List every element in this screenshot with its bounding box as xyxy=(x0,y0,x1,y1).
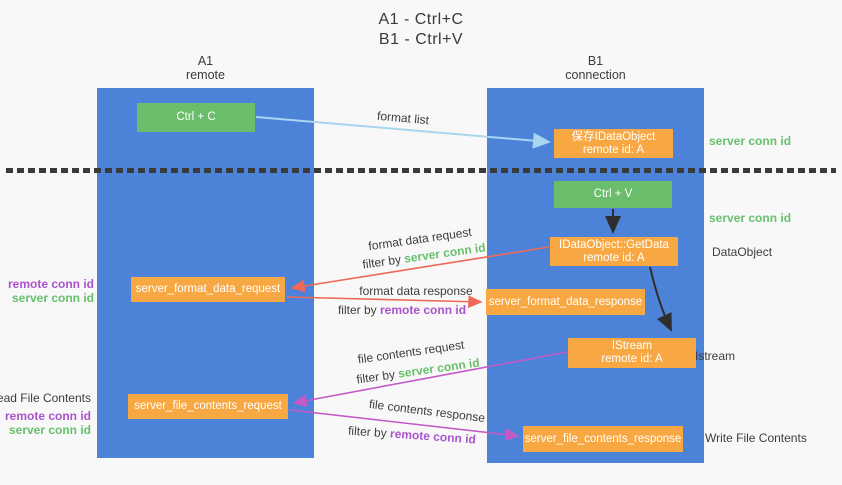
node-server-file-contents-response-label: server_file_contents_response xyxy=(524,432,682,445)
read-file-contents-text: Read File Contents xyxy=(0,391,91,405)
node-ctrl-c-label: Ctrl + C xyxy=(176,111,216,123)
column-a-subtitle: remote xyxy=(186,68,225,82)
format-data-response-filter-label: filter by remote conn id xyxy=(338,303,466,317)
filter-by-text: filter by xyxy=(361,252,402,272)
server-conn-id-text: server conn id xyxy=(11,291,94,305)
node-server-format-data-request: server_format_data_request xyxy=(131,277,285,302)
istream-annotation: Istream xyxy=(695,349,736,363)
node-save-idataobject-line1: 保存IDataObject xyxy=(571,130,656,143)
remote-conn-id-text: remote conn id xyxy=(4,409,91,423)
remote-conn-id-text: remote conn id xyxy=(389,426,477,447)
node-server-format-data-response-label: server_format_data_response xyxy=(488,295,643,308)
node-ctrl-v: Ctrl + V xyxy=(554,181,672,208)
column-a-id: A1 xyxy=(197,54,214,68)
diagram-title: A1 - Ctrl+C B1 - Ctrl+V xyxy=(0,10,842,50)
node-server-file-contents-response: server_file_contents_response xyxy=(523,426,683,452)
format-list-label: format list xyxy=(376,108,430,128)
node-istream-line1: IStream xyxy=(611,340,653,352)
node-server-format-data-request-label: server_format_data_request xyxy=(135,283,281,295)
copy-paste-divider-line xyxy=(6,168,836,173)
column-b-id: B1 xyxy=(587,54,604,68)
node-server-file-contents-request: server_file_contents_request xyxy=(128,394,288,419)
remote-conn-id-text: remote conn id xyxy=(380,303,467,317)
file-contents-response-label: file contents response xyxy=(368,396,486,426)
server-conn-id-text: server conn id xyxy=(8,423,91,437)
column-b-subtitle: connection xyxy=(565,68,626,82)
title-line-b1: B1 - Ctrl+V xyxy=(378,31,464,48)
node-idataobject-getdata-line1: IDataObject::GetData xyxy=(559,238,669,251)
node-istream-line2: remote id: A xyxy=(601,353,663,365)
node-server-file-contents-request-label: server_file_contents_request xyxy=(134,400,282,412)
write-file-contents-annotation: Write File Contents xyxy=(705,431,807,445)
node-save-idataobject: 保存IDataObject remote id: A xyxy=(554,129,673,158)
filter-by-text: filter by xyxy=(337,303,377,317)
column-a-header: A1 remote xyxy=(97,54,314,82)
read-file-contents-annotation: Read File Contents remote conn id server… xyxy=(0,391,91,437)
file-contents-response-filter-label: filter by remote conn id xyxy=(348,424,477,447)
remote-conn-id-text: remote conn id xyxy=(7,277,94,291)
node-idataobject-getdata-line2: remote id: A xyxy=(583,251,645,264)
filter-by-text: filter by xyxy=(347,423,388,441)
node-idataobject-getdata: IDataObject::GetData remote id: A xyxy=(550,237,678,266)
node-ctrl-v-label: Ctrl + V xyxy=(593,188,633,200)
title-line-a1: A1 - Ctrl+C xyxy=(378,11,464,28)
dataobject-annotation: DataObject xyxy=(712,245,773,259)
column-b-header: B1 connection xyxy=(487,54,704,82)
format-request-conn-ids: remote conn id server conn id xyxy=(8,277,94,305)
ctrlv-server-conn-id-label: server conn id xyxy=(709,211,792,225)
node-istream: IStream remote id: A xyxy=(568,338,696,368)
node-server-format-data-response: server_format_data_response xyxy=(486,289,645,315)
filter-by-text: filter by xyxy=(355,367,396,387)
format-data-response-label: format data response xyxy=(359,284,473,298)
save-server-conn-id-label: server conn id xyxy=(709,134,792,148)
node-ctrl-c: Ctrl + C xyxy=(137,103,255,132)
node-save-idataobject-line2: remote id: A xyxy=(582,143,645,156)
